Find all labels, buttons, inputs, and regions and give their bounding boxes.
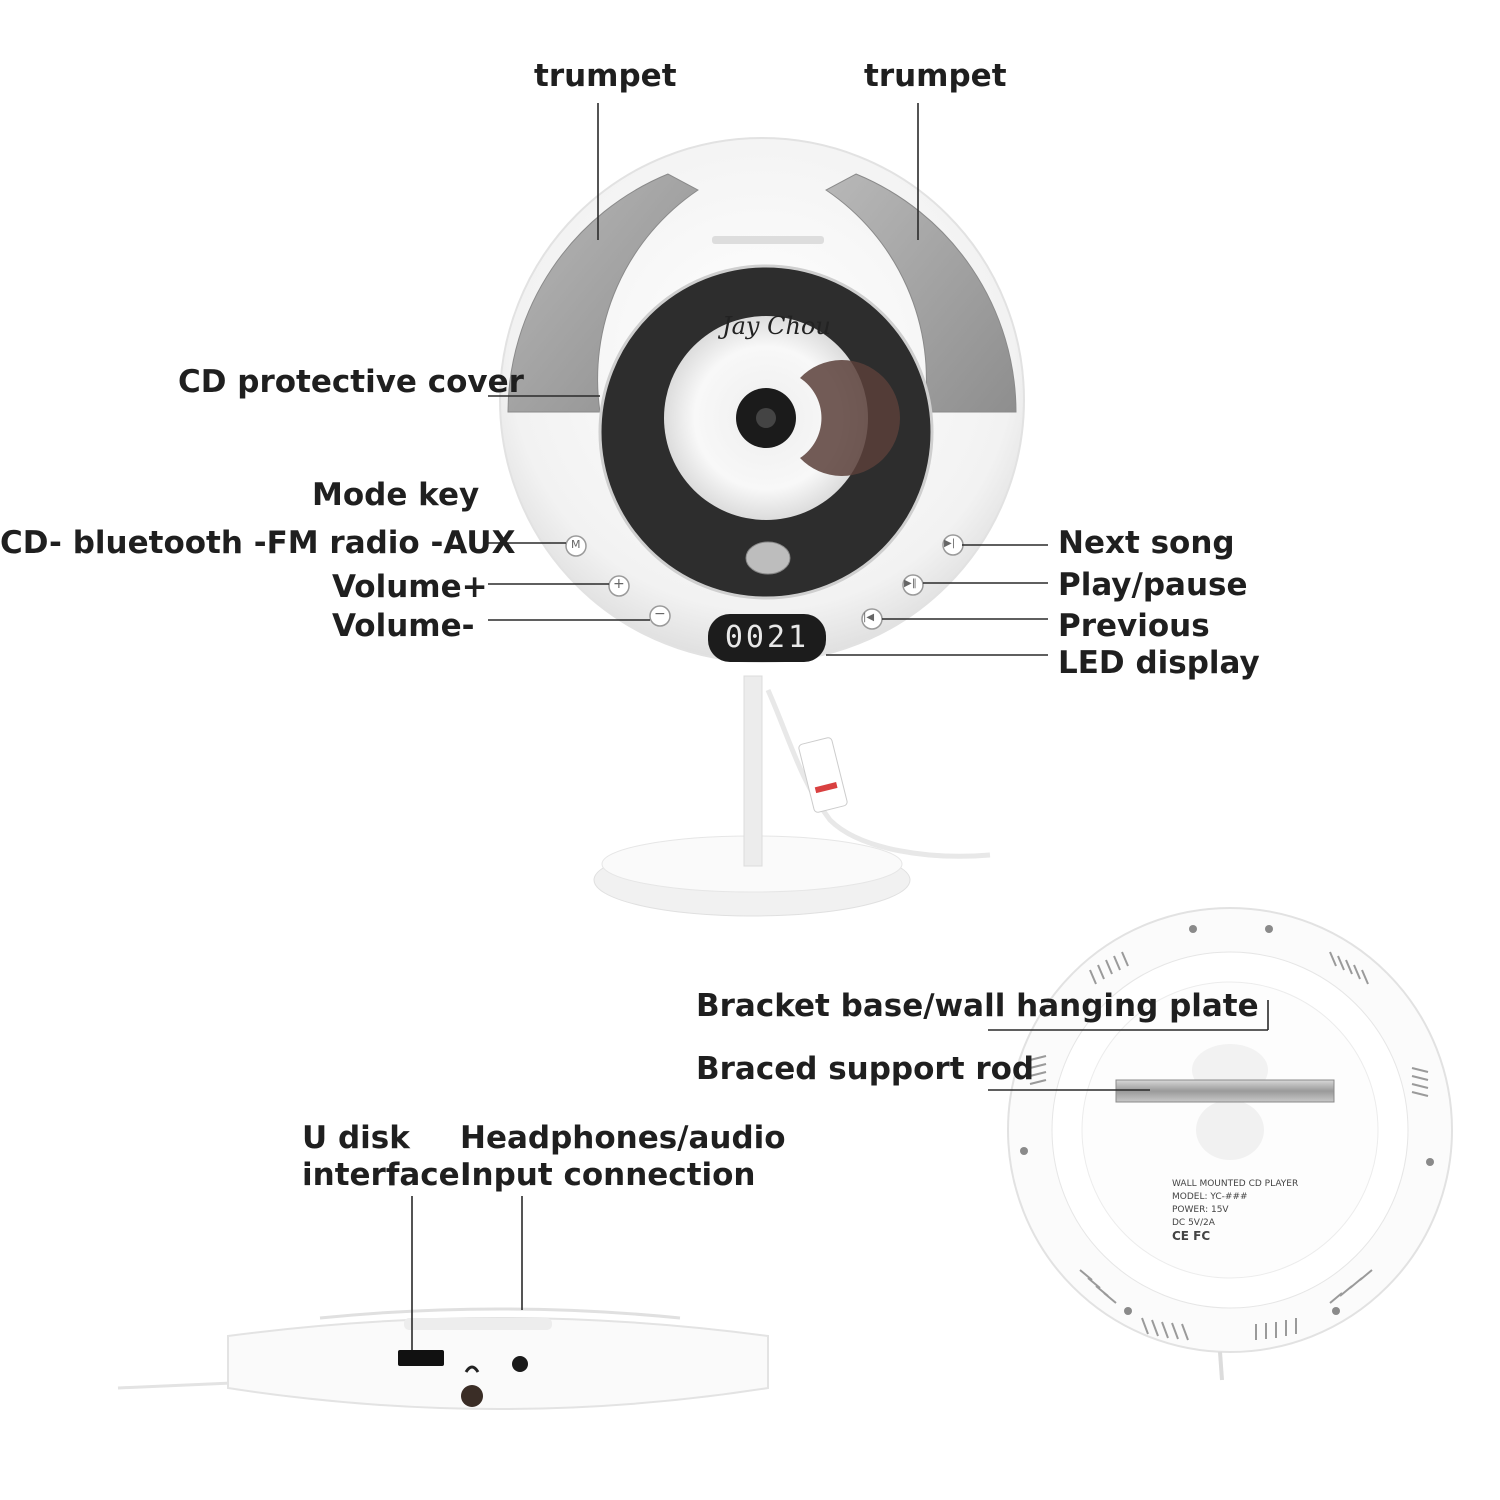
next-track-icon: ▶|: [944, 538, 956, 549]
control-buttons: [565, 534, 964, 630]
play-pause-icon: ▶‖: [904, 578, 917, 589]
label-previous: Previous: [1058, 608, 1210, 644]
label-mode-key: Mode key: [312, 477, 480, 513]
label-bracket-base: Bracket base/wall hanging plate: [696, 988, 1259, 1024]
support-rod: [1115, 1079, 1335, 1103]
label-trumpet-left: trumpet: [534, 58, 677, 94]
volume-up-icon: +: [613, 576, 625, 592]
rating-line: DC 5V/2A: [1172, 1218, 1215, 1228]
led-readout: 0021: [724, 620, 810, 655]
label-led-display: LED display: [1058, 645, 1260, 681]
label-cd-cover: CD protective cover: [178, 364, 524, 400]
back-rating-label: WALL MOUNTED CD PLAYER MODEL: YC-### POW…: [1172, 1178, 1298, 1243]
label-trumpet-right: trumpet: [864, 58, 1007, 94]
label-mode-list: CD- bluetooth -FM radio -AUX: [0, 525, 516, 561]
label-play-pause: Play/pause: [1058, 567, 1248, 603]
side-view: [117, 1307, 769, 1410]
label-u-disk-line1: U disk: [302, 1120, 410, 1156]
left-speaker-grille: [507, 173, 699, 413]
player-body: [499, 137, 1025, 663]
rating-line: CE FC: [1172, 1229, 1211, 1243]
leader-lines: [411, 103, 1269, 1350]
led-display-panel: [708, 614, 826, 662]
back-view: [1007, 907, 1453, 1381]
label-u-disk-line2: interface: [302, 1157, 460, 1193]
rating-line: WALL MOUNTED CD PLAYER: [1172, 1179, 1299, 1189]
label-next-song: Next song: [1058, 525, 1235, 561]
audio-jack: [512, 1356, 528, 1372]
label-headphones-line2: Input connection: [460, 1157, 756, 1193]
usb-port: [398, 1350, 444, 1366]
volume-down-icon: −: [654, 606, 666, 622]
previous-track-icon: |◀: [863, 612, 875, 623]
disc-title: Jay Chou: [722, 312, 831, 340]
rating-line: POWER: 15V: [1172, 1205, 1229, 1215]
mode-button-icon: M: [571, 538, 581, 551]
rating-line: MODEL: YC-###: [1172, 1192, 1248, 1202]
label-support-rod: Braced support rod: [696, 1051, 1035, 1087]
label-headphones-line1: Headphones/audio: [460, 1120, 786, 1156]
stand: [593, 675, 991, 917]
right-speaker-grille: [825, 173, 1017, 413]
label-volume-minus: Volume-: [332, 608, 475, 644]
label-volume-plus: Volume+: [332, 569, 488, 605]
